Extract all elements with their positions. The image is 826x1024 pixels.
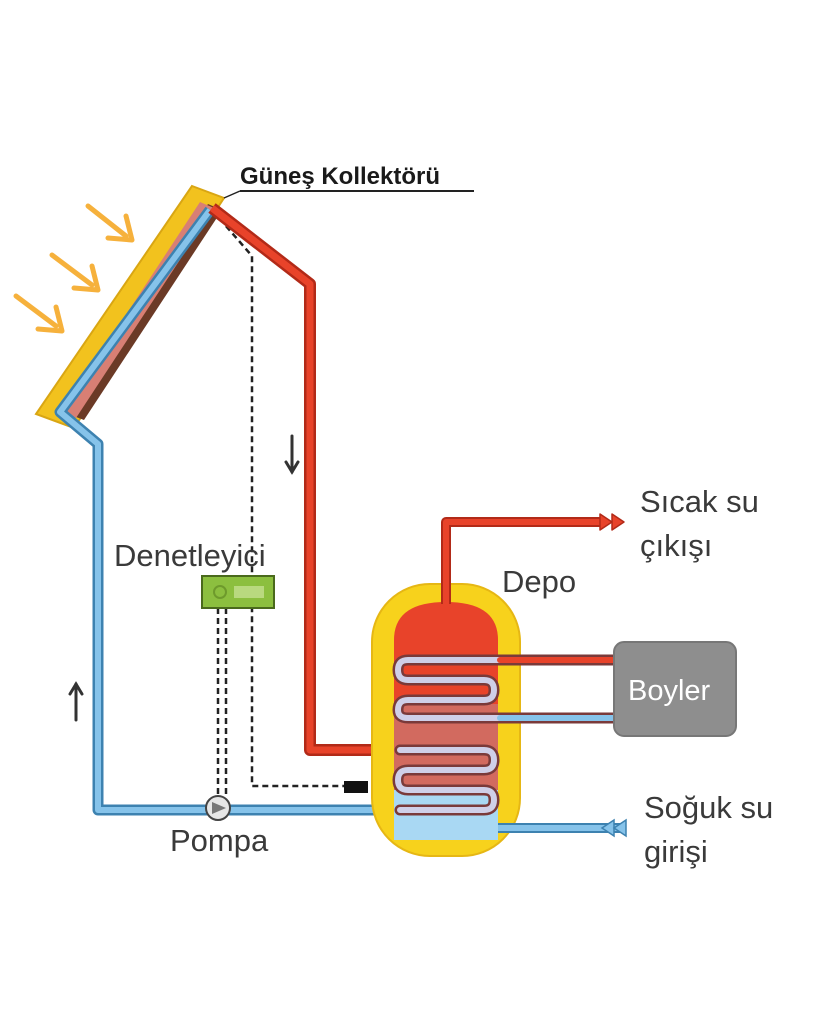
- controller-knob-icon: [213, 585, 227, 599]
- arrow-up-icon: [68, 681, 84, 722]
- sun-rays: [13, 203, 135, 334]
- cold-return-pipe: [54, 206, 410, 816]
- hot-water-outlet: [441, 513, 625, 604]
- sun-ray-arrow-icon: [85, 203, 135, 243]
- sensor-icon: [344, 781, 368, 793]
- controller-box: [201, 575, 275, 609]
- boiler-coil: [392, 654, 626, 724]
- solar-coil: [392, 744, 500, 816]
- arrow-down-icon: [284, 434, 300, 475]
- boiler-label: Boyler: [628, 675, 711, 707]
- pump-icon: [205, 795, 231, 821]
- controller-label: Denetleyici: [114, 538, 266, 573]
- solar-collector: [34, 184, 474, 430]
- hot-water-outlet-label-line2: çıkışı: [640, 528, 712, 563]
- hot-supply-pipe: [208, 203, 410, 756]
- hot-water-outlet-label-line1: Sıcak su: [640, 484, 759, 519]
- tank-label: Depo: [502, 564, 576, 599]
- sun-ray-arrow-icon: [49, 252, 101, 293]
- cold-water-inlet: [498, 818, 627, 838]
- cold-water-inlet-label-line1: Soğuk su: [644, 790, 773, 825]
- inlet-arrow-icon: [612, 818, 627, 838]
- sensor-wires: [216, 225, 344, 798]
- sun-ray-arrow-icon: [13, 293, 65, 334]
- outlet-arrow-icon: [599, 513, 613, 531]
- collector-label: Güneş Kollektörü: [240, 163, 440, 190]
- cold-water-inlet-label-line2: girişi: [644, 834, 708, 869]
- inlet-arrow-icon: [600, 818, 615, 838]
- outlet-arrow-icon: [611, 513, 625, 531]
- boiler-box: [613, 641, 737, 737]
- pump-label: Pompa: [170, 823, 269, 858]
